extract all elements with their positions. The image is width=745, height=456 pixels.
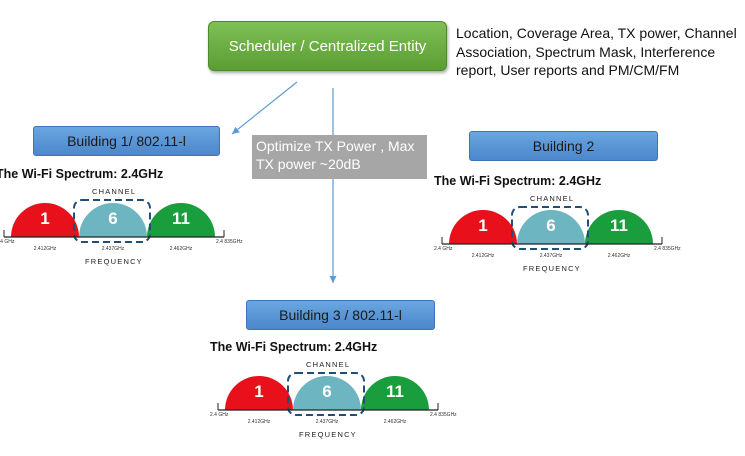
channel-11-label: 11: [610, 216, 628, 235]
wifi-spectrum-figure: The Wi-Fi Spectrum: 2.4GHz CHANNEL 1 6 1…: [434, 174, 681, 273]
frequency-caption: FREQUENCY: [299, 430, 357, 439]
channel-6-arc: [517, 210, 585, 244]
building-2-box: Building 2: [469, 131, 658, 161]
frequency-caption: FREQUENCY: [85, 257, 143, 266]
freq-label: 2.437GHz: [316, 419, 339, 425]
channel-1-arc: [225, 376, 293, 410]
frequency-caption: FREQUENCY: [523, 264, 581, 273]
freq-label: 2.4 835GHz: [216, 239, 243, 245]
channel-11-arc: [361, 376, 429, 410]
channel-6-label: 6: [546, 216, 555, 235]
arrow-to-building-1: [231, 81, 298, 135]
channel-caption: CHANNEL: [530, 194, 574, 203]
channel-11-label: 11: [386, 382, 404, 401]
info-note: Location, Coverage Area, TX power, Chann…: [456, 24, 745, 80]
freq-label: 2.4 835GHz: [430, 412, 457, 418]
channel-6-label: 6: [322, 382, 331, 401]
channel-11-label: 11: [172, 209, 190, 228]
channel-caption: CHANNEL: [92, 187, 136, 196]
info-line: Location, Coverage Area, TX power, Chann…: [456, 25, 737, 41]
optimize-line: TX power ~20dB: [256, 156, 361, 172]
freq-label: 2.412GHz: [472, 253, 495, 259]
spectrum-title: The Wi-Fi Spectrum: 2.4GHz: [0, 167, 163, 181]
spectrum-title: The Wi-Fi Spectrum: 2.4GHz: [210, 340, 377, 354]
channel-1-label: 1: [254, 382, 263, 401]
channel-11-arc: [585, 210, 653, 244]
freq-label: 2.462GHz: [384, 419, 407, 425]
channel-1-label: 1: [40, 209, 49, 228]
scheduler-box: Scheduler / Centralized Entity: [208, 21, 447, 71]
channel-caption: CHANNEL: [306, 360, 350, 369]
building-1-box: Building 1/ 802.11-l: [33, 126, 220, 156]
optimize-line: Optimize TX Power , Max: [256, 138, 415, 154]
freq-label: 2.437GHz: [540, 253, 563, 259]
optimize-note: Optimize TX Power , Max TX power ~20dB: [252, 135, 427, 179]
wifi-spectrum-figure: The Wi-Fi Spectrum: 2.4GHz CHANNEL 1 6 1…: [0, 167, 243, 266]
channel-11-arc: [147, 203, 215, 237]
freq-label: 2.4 GHz: [434, 246, 453, 252]
channel-1-label: 1: [478, 216, 487, 235]
freq-label: 2.4 835GHz: [654, 246, 681, 252]
building-1-label: Building 1/ 802.11-l: [67, 133, 186, 149]
info-line: Association, Spectrum Mask, Interference: [456, 43, 716, 60]
scheduler-label: Scheduler / Centralized Entity: [228, 37, 427, 55]
channel-6-arc: [293, 376, 361, 410]
channel-6-label: 6: [108, 209, 117, 228]
building-3-label: Building 3 / 802.11-l: [279, 307, 402, 323]
freq-label: 2.437GHz: [102, 246, 125, 252]
building-2-label: Building 2: [532, 138, 595, 154]
freq-label: 2.4 GHz: [0, 239, 15, 245]
channel-1-arc: [11, 203, 79, 237]
channel-6-arc: [79, 203, 147, 237]
building-3-box: Building 3 / 802.11-l: [246, 300, 435, 330]
info-line: report, User reports and PM/CM/FM: [456, 62, 680, 78]
wifi-spectrum-figure: The Wi-Fi Spectrum: 2.4GHz CHANNEL 1 6 1…: [210, 340, 457, 439]
freq-label: 2.462GHz: [170, 246, 193, 252]
freq-label: 2.412GHz: [34, 246, 57, 252]
freq-label: 2.462GHz: [608, 253, 631, 259]
spectrum-title: The Wi-Fi Spectrum: 2.4GHz: [434, 174, 601, 188]
freq-label: 2.4 GHz: [210, 412, 229, 418]
channel-1-arc: [449, 210, 517, 244]
freq-label: 2.412GHz: [248, 419, 271, 425]
